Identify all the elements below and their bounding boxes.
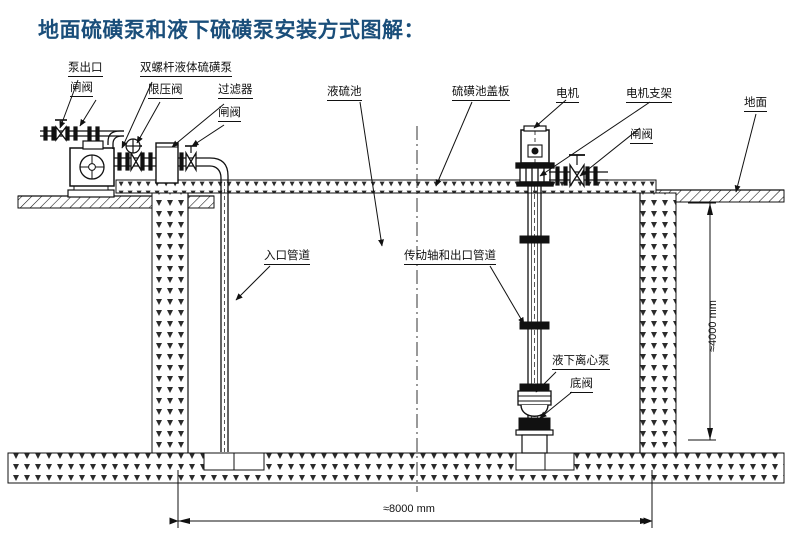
label-motor-bracket: 电机支架: [626, 88, 672, 103]
dimension-lines: [169, 202, 716, 528]
gate-valve-filter: [185, 145, 197, 173]
motor-bracket: [515, 162, 555, 187]
label-foot-valve: 底阀: [570, 378, 593, 393]
dimension-depth: ≈4000 mm: [707, 300, 719, 352]
label-pump-outlet: 泵出口: [68, 62, 103, 77]
foot-valve: [518, 417, 551, 431]
label-twin-screw-pump: 双螺杆液体硫磺泵: [140, 62, 232, 77]
label-drive-shaft-outlet-pipe: 传动轴和出口管道: [404, 250, 496, 265]
label-sulfur-pit: 液硫池: [327, 86, 362, 101]
page-title: 地面硫磺泵和液下硫磺泵安装方式图解：: [38, 19, 425, 42]
label-gate-valve-3: 闸阀: [630, 129, 653, 144]
filter-box: [155, 142, 179, 184]
label-gate-valve-2: 闸阀: [218, 107, 241, 122]
label-inlet-pipe: 入口管道: [264, 250, 310, 265]
label-motor: 电机: [556, 88, 579, 103]
label-pressure-limit-valve: 限压阀: [148, 84, 183, 99]
label-filter: 过滤器: [218, 84, 253, 99]
label-gate-valve-1: 闸阀: [70, 82, 93, 97]
leader-lines: [59, 79, 757, 419]
label-pit-cover-plate: 硫磺池盖板: [452, 86, 510, 101]
dimension-width: ≈8000 mm: [383, 503, 435, 515]
label-submerged-pump: 液下离心泵: [552, 355, 610, 370]
ground-pump-assembly: [40, 119, 229, 452]
submerged-pump-assembly: [515, 125, 608, 454]
sulfur-pit-structure: [7, 179, 785, 484]
label-ground: 地面: [744, 97, 767, 112]
